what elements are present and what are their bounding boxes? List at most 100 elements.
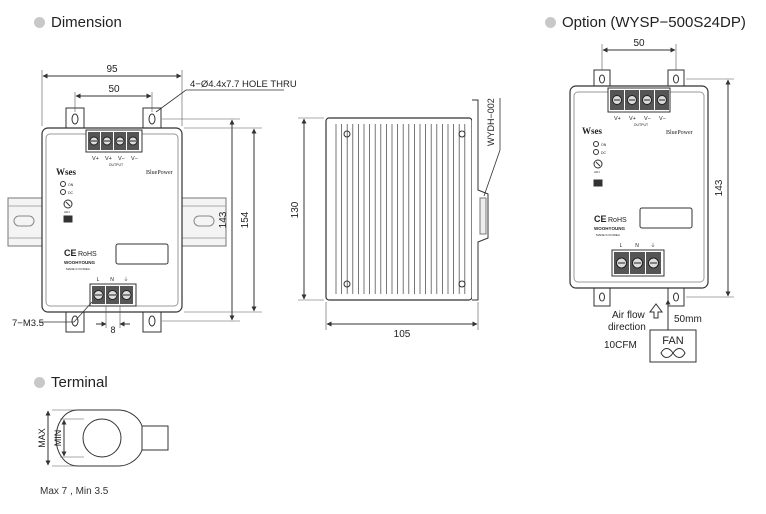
terminal-screw xyxy=(101,132,113,150)
option-view-labels: 50 143 Air flow direction 50mm FAN 10CFM… xyxy=(582,38,725,351)
mount-tab xyxy=(593,287,611,307)
mount-hole xyxy=(599,292,605,302)
terminal-label-top: V+ xyxy=(105,156,112,162)
terminal-screw xyxy=(614,252,629,274)
height-inner-label: 143 xyxy=(218,211,229,228)
ring-lug-outline xyxy=(55,409,169,467)
output-label: OUTPUT xyxy=(634,123,649,127)
led-on-icon xyxy=(593,141,599,147)
mount-hole xyxy=(599,74,605,84)
terminal-label-top: V+ xyxy=(614,116,621,122)
option-body xyxy=(569,85,709,289)
side-height-label: 130 xyxy=(290,201,301,218)
brand-sub: BluePower xyxy=(666,130,693,136)
brand-logo: Wses xyxy=(56,167,76,177)
rail-label: WYDH−002 xyxy=(486,98,496,146)
terminal-label-bottom: N xyxy=(635,243,639,249)
terminal-label-bottom: L xyxy=(97,277,100,283)
max-label: MAX xyxy=(37,428,47,448)
ce-mark: CE xyxy=(594,214,607,224)
terminal-label-bottom: L xyxy=(620,243,623,249)
maker-label: WOOHYOUNG xyxy=(64,260,95,265)
terminal-screw xyxy=(625,90,639,110)
side-depth-label: 105 xyxy=(394,329,411,340)
height-total-label: 154 xyxy=(240,211,251,228)
pitch-label: 8 xyxy=(110,325,115,335)
mount-hole xyxy=(148,315,156,327)
fan-gap-label: 50mm xyxy=(674,314,702,325)
adj-label: ADJ xyxy=(594,170,600,174)
bullet-icon xyxy=(545,17,556,28)
mount-tab xyxy=(667,69,685,89)
made-label: MADE IN KOREA xyxy=(596,233,620,237)
rohs-mark: RoHS xyxy=(78,251,97,258)
mount-tab xyxy=(142,309,162,333)
mount-tab xyxy=(667,287,685,307)
terminal-label-top: V− xyxy=(659,116,666,122)
bullet-icon xyxy=(34,377,45,388)
brand-sub: BluePower xyxy=(146,170,173,176)
terminal-screw xyxy=(88,132,100,150)
terminal-screw xyxy=(127,132,139,150)
airflow-label-2: direction xyxy=(608,322,646,333)
option-heading: Option (WYSP−500S24DP) xyxy=(545,14,746,31)
terminal-label-bottom: N xyxy=(110,277,114,283)
rohs-mark: RoHS xyxy=(608,217,627,224)
label-window xyxy=(639,207,693,229)
terminal-label-top: V+ xyxy=(92,156,99,162)
terminal-screw xyxy=(92,286,105,304)
maker-label: WOOHYOUNG xyxy=(594,226,625,231)
rail-slot xyxy=(193,215,215,227)
option-view xyxy=(569,44,734,363)
terminal-label-bottom: ⏚ xyxy=(650,242,655,249)
terminal-label-top: V− xyxy=(644,116,651,122)
terminal-screw xyxy=(610,90,624,110)
screw-note: 7−M3.5 xyxy=(12,318,44,329)
front-view xyxy=(7,70,284,333)
front-view-labels: 95 50 4−Ø4.4x7.7 HOLE THRU 7−M3.5 8 143 … xyxy=(12,64,297,335)
ring-lug-hole xyxy=(82,418,122,458)
ul-mark-icon xyxy=(63,215,73,223)
screw-leader xyxy=(40,301,93,323)
output-label: OUTPUT xyxy=(109,163,124,167)
rail-leader xyxy=(483,98,501,197)
side-screw-icon xyxy=(343,280,351,288)
bullet-icon xyxy=(34,17,45,28)
option-height-label: 143 xyxy=(714,179,725,196)
hole-note: 4−Ø4.4x7.7 HOLE THRU xyxy=(190,79,297,90)
dimension-title: Dimension xyxy=(51,14,122,31)
led-dc-label: DC xyxy=(68,191,74,195)
airflow-label-1: Air flow xyxy=(612,310,646,321)
front-body xyxy=(41,127,183,313)
width-total-label: 95 xyxy=(106,64,118,75)
adjust-pot-icon xyxy=(593,159,603,169)
hole-spacing-label: 50 xyxy=(108,84,120,95)
led-dc-label: DC xyxy=(601,151,607,155)
made-label: MADE IN KOREA xyxy=(66,267,90,271)
terminal-screw xyxy=(640,90,654,110)
mount-hole xyxy=(71,113,79,125)
brand-logo: Wses xyxy=(582,126,602,136)
heatsink-fins xyxy=(335,124,466,294)
ul-mark-icon xyxy=(593,179,603,187)
adj-label: ADJ xyxy=(64,210,70,214)
terminal-title: Terminal xyxy=(51,374,108,391)
side-view-labels: 130 105 WYDH−002 xyxy=(290,98,496,340)
led-dc-icon xyxy=(60,189,66,195)
side-screw-icon xyxy=(458,280,466,288)
terminal-screw xyxy=(655,90,669,110)
rail-slot xyxy=(13,215,35,227)
ce-mark: CE xyxy=(64,248,77,258)
fan-label: FAN xyxy=(662,335,683,347)
led-on-label: ON xyxy=(601,143,607,147)
ring-terminal-drawing xyxy=(45,409,169,467)
option-title: Option (WYSP−500S24DP) xyxy=(562,14,746,31)
terminal-screw xyxy=(646,252,661,274)
mount-hole xyxy=(148,113,156,125)
ring-terminal-labels: MAX MIN xyxy=(37,428,63,448)
led-dc-icon xyxy=(593,149,599,155)
mount-hole xyxy=(71,315,79,327)
mount-hole xyxy=(673,74,679,84)
terminal-label-top: V− xyxy=(131,156,138,162)
terminal-size-note: Max 7 , Min 3.5 xyxy=(40,486,109,497)
